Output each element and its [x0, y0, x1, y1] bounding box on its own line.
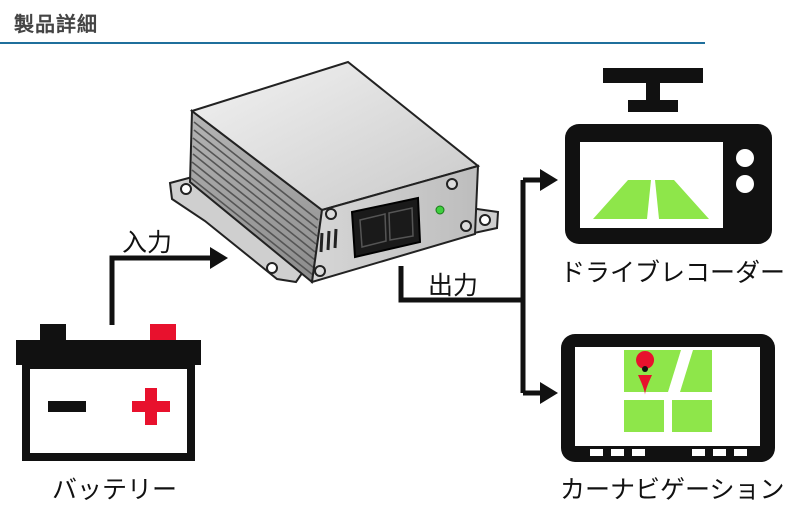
front-vents	[319, 228, 338, 253]
status-led	[435, 205, 445, 215]
minus-terminal-icon	[48, 401, 86, 412]
connection-lines	[109, 177, 542, 396]
output-connector-icon	[350, 196, 422, 259]
arrowheads	[210, 169, 558, 404]
car-navigation-label: カーナビゲーション	[560, 475, 785, 504]
input-label: 入力	[122, 228, 173, 257]
car-battery-icon	[16, 324, 201, 461]
battery-label: バッテリー	[52, 475, 178, 504]
dashcam-icon	[565, 68, 772, 244]
heading-divider	[0, 42, 705, 44]
heat-sink-fins	[190, 121, 319, 276]
converter-box-icon	[168, 60, 500, 284]
screws	[314, 178, 472, 277]
output-label: 出力	[428, 271, 479, 300]
page-title: 製品詳細	[14, 12, 98, 36]
drive-recorder-label: ドライブレコーダー	[560, 258, 786, 287]
nav-buttons	[590, 449, 747, 456]
car-navigation-icon	[561, 334, 775, 462]
